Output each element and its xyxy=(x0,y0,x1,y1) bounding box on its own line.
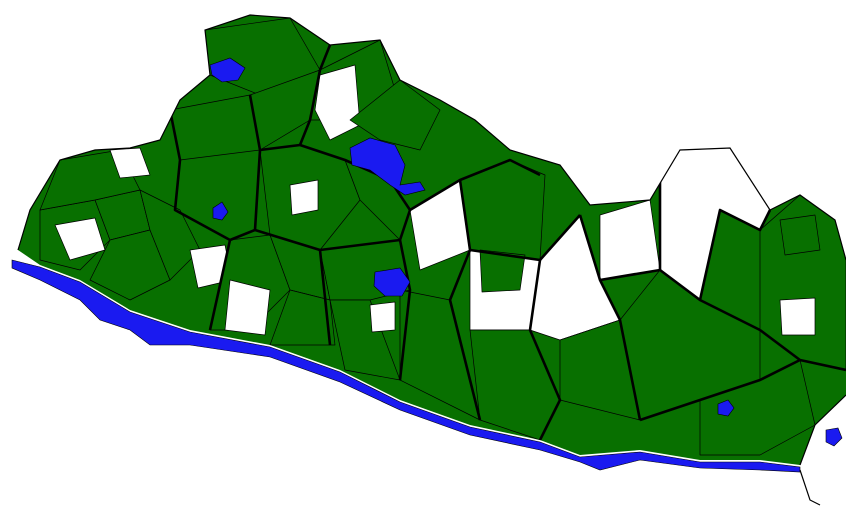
municipality-region xyxy=(109,147,151,179)
lake-olomega xyxy=(717,399,735,417)
municipality-region xyxy=(139,189,201,281)
municipality-region xyxy=(479,249,526,293)
lake-guija xyxy=(209,57,246,83)
municipality-region xyxy=(779,297,816,336)
municipality-region xyxy=(599,199,661,281)
municipality-region xyxy=(779,214,821,256)
water-bodies xyxy=(11,57,843,473)
reservoir-cerron-grande xyxy=(373,267,411,297)
municipality-region xyxy=(349,79,441,151)
municipality-regions xyxy=(39,17,846,456)
gulf-of-fonseca xyxy=(825,427,843,447)
municipality-region xyxy=(269,289,336,346)
lake-ilopango xyxy=(349,137,426,196)
department-borders xyxy=(168,44,846,441)
municipality-region xyxy=(289,179,319,216)
municipality-region xyxy=(314,64,361,141)
municipality-region xyxy=(89,229,171,301)
municipality-region xyxy=(369,301,396,333)
pacific-ocean-coast xyxy=(11,259,801,473)
coastline xyxy=(17,14,846,506)
lake-coatepeque xyxy=(212,201,229,221)
municipality-region xyxy=(224,279,271,336)
